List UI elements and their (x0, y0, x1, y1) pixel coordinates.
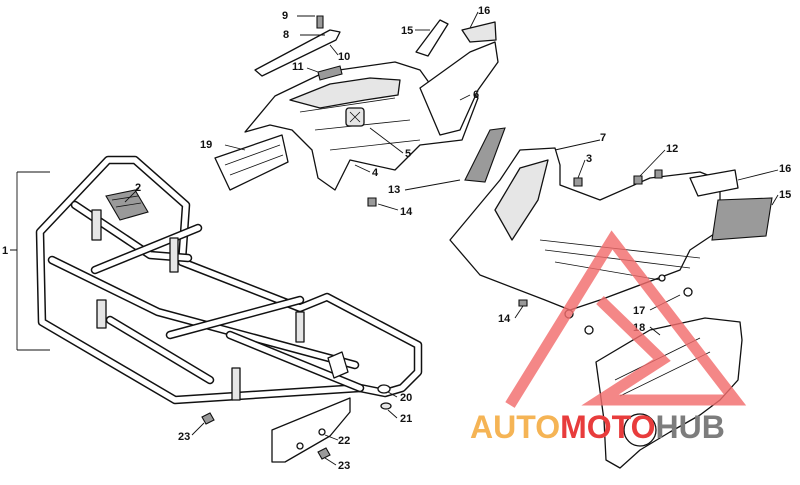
callout-10: 10 (338, 51, 350, 63)
watermark: AUTOMOTOHUB (470, 230, 747, 445)
callout-6: 6 (473, 89, 479, 101)
callout-17: 17 (633, 305, 645, 317)
callout-21: 21 (400, 413, 412, 425)
callout-14b: 14 (498, 313, 511, 325)
callout-20: 20 (400, 392, 412, 404)
callout-7: 7 (600, 132, 606, 144)
watermark-auto: AUTO (470, 409, 560, 445)
callout-16b: 16 (779, 163, 791, 175)
leader-lines (10, 11, 779, 466)
callout-23b: 23 (338, 460, 350, 472)
callout-3: 3 (586, 153, 592, 165)
callout-2: 2 (135, 182, 141, 194)
callout-22: 22 (338, 435, 350, 447)
callout-23a: 23 (178, 431, 190, 443)
callout-1: 1 (2, 245, 8, 257)
callout-19: 19 (200, 139, 212, 151)
watermark-moto: MOTO (560, 409, 655, 445)
callout-9: 9 (282, 10, 288, 22)
watermark-text: AUTOMOTOHUB (470, 409, 725, 445)
callout-8: 8 (283, 29, 289, 41)
callout-labels: 1 2 3 4 5 6 7 8 9 10 11 12 13 14 14 15 1… (2, 5, 791, 472)
callout-15b: 15 (779, 189, 791, 201)
watermark-logo-triangle (505, 230, 747, 408)
callout-16a: 16 (478, 5, 490, 17)
callout-13: 13 (388, 184, 400, 196)
callout-12: 12 (666, 143, 678, 155)
callout-5: 5 (405, 148, 411, 160)
callout-14a: 14 (400, 206, 413, 218)
front-rack (35, 155, 423, 405)
callout-11: 11 (292, 61, 304, 73)
fasteners (201, 384, 392, 460)
side-bracket (214, 134, 289, 191)
mount-bracket (271, 397, 351, 463)
callout-4: 4 (372, 167, 379, 179)
callout-15a: 15 (401, 25, 413, 37)
watermark-hub: HUB (655, 409, 724, 445)
upper-front-body (244, 15, 499, 191)
